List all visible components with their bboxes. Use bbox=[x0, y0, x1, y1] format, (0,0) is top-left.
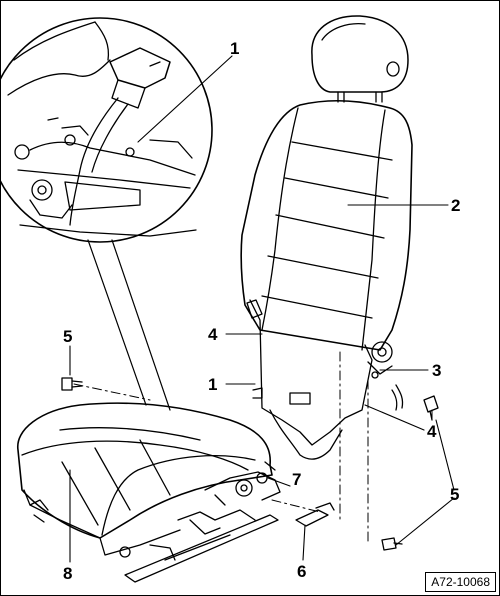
screw-5-left bbox=[61, 377, 83, 391]
backrest-hinge bbox=[367, 341, 404, 411]
callout-1-top: 1 bbox=[230, 39, 239, 58]
callout-4-lower: 4 bbox=[427, 422, 437, 441]
callout-8: 8 bbox=[63, 564, 72, 583]
backrest-carrier-panel bbox=[246, 299, 373, 460]
trim-clip bbox=[295, 502, 335, 527]
seat-frame-rails bbox=[29, 461, 281, 583]
screw-5-right-upper bbox=[423, 395, 439, 421]
detail-leader-line-2 bbox=[111, 239, 171, 411]
callout-4-upper: 4 bbox=[208, 325, 218, 344]
callout-1-lower: 1 bbox=[208, 375, 217, 394]
figure-reference-label: A72-10068 bbox=[425, 572, 496, 592]
headrest bbox=[311, 15, 409, 103]
detail-view-circle bbox=[0, 17, 213, 243]
callout-5-left: 5 bbox=[63, 327, 72, 346]
callout-6: 6 bbox=[297, 562, 306, 581]
backrest bbox=[240, 99, 413, 351]
callout-3: 3 bbox=[432, 361, 441, 380]
detail-leader-line-1 bbox=[87, 239, 147, 406]
callout-2: 2 bbox=[451, 196, 460, 215]
screw-5-right-lower bbox=[381, 537, 403, 551]
alignment-lines bbox=[73, 351, 433, 546]
callout-7: 7 bbox=[292, 470, 301, 489]
seat-cushion bbox=[17, 402, 273, 556]
callout-leaders bbox=[69, 55, 455, 563]
callout-5-right: 5 bbox=[450, 485, 459, 504]
